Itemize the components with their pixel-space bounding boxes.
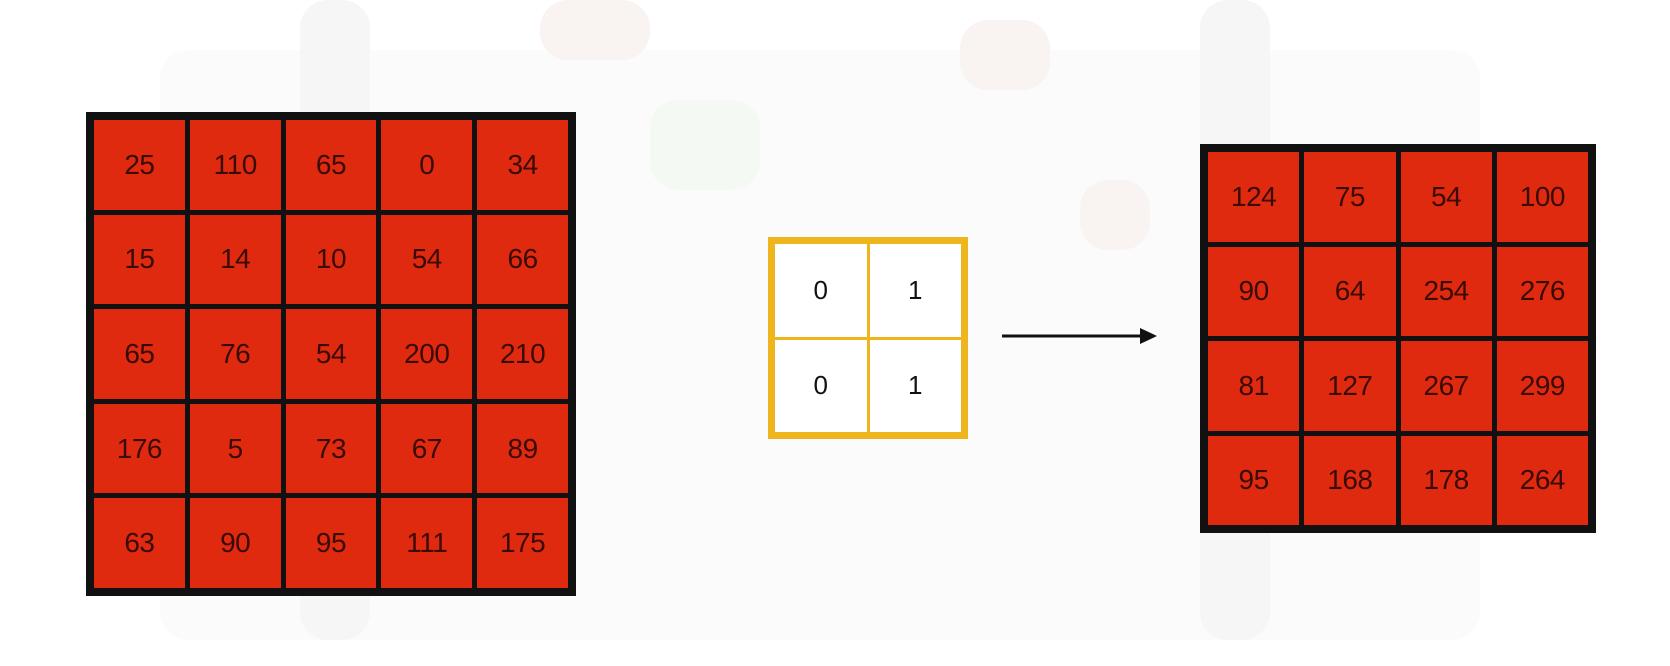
input-cell-r1-c5: 34 <box>477 120 568 210</box>
input-cell-r1-c1: 25 <box>94 120 185 210</box>
output-cell-r4-c1: 95 <box>1208 435 1300 525</box>
output-cell-r1-c3: 54 <box>1400 152 1492 242</box>
output-cell-r1-c4: 100 <box>1496 152 1588 242</box>
input-cell-r4-c3: 73 <box>285 403 377 494</box>
output-cell-r3-c1: 81 <box>1208 341 1300 431</box>
input-cell-r2-c1: 15 <box>94 214 185 305</box>
input-cell-r5-c5: 175 <box>477 498 568 588</box>
input-cell-r4-c4: 67 <box>381 403 473 494</box>
output-cell-r3-c2: 127 <box>1304 341 1396 431</box>
input-cell-r3-c1: 65 <box>94 309 185 399</box>
output-cell-r1-c1: 124 <box>1208 152 1300 242</box>
input-cell-r3-c3: 54 <box>285 309 377 399</box>
output-cell-r4-c3: 178 <box>1400 435 1492 525</box>
output-cell-r2-c2: 64 <box>1304 246 1396 336</box>
output-cell-r3-c3: 267 <box>1400 341 1492 431</box>
output-cell-r2-c4: 276 <box>1496 246 1588 336</box>
kernel-cell-r1-c1: 0 <box>775 244 867 337</box>
kernel-cell-r2-c2: 1 <box>869 339 961 432</box>
input-cell-r1-c4: 0 <box>381 120 473 210</box>
input-cell-r2-c4: 54 <box>381 214 473 305</box>
input-cell-r4-c2: 5 <box>189 403 281 494</box>
input-cell-r2-c3: 10 <box>285 214 377 305</box>
output-cell-r4-c2: 168 <box>1304 435 1396 525</box>
kernel-cell-r2-c1: 0 <box>775 339 867 432</box>
input-cell-r4-c1: 176 <box>94 403 185 494</box>
output-cell-r2-c1: 90 <box>1208 246 1300 336</box>
output-cell-r3-c4: 299 <box>1496 341 1588 431</box>
input-cell-r1-c2: 110 <box>189 120 281 210</box>
output-cell-r1-c2: 75 <box>1304 152 1396 242</box>
input-cell-r5-c1: 63 <box>94 498 185 588</box>
arrow-right-icon <box>1002 328 1157 344</box>
input-cell-r4-c5: 89 <box>477 403 568 494</box>
input-cell-r3-c5: 210 <box>477 309 568 399</box>
output-cell-r2-c3: 254 <box>1400 246 1492 336</box>
input-cell-r5-c2: 90 <box>189 498 281 588</box>
input-cell-r2-c2: 14 <box>189 214 281 305</box>
input-cell-r5-c4: 111 <box>381 498 473 588</box>
input-cell-r2-c5: 66 <box>477 214 568 305</box>
input-cell-r3-c4: 200 <box>381 309 473 399</box>
input-cell-r1-c3: 65 <box>285 120 377 210</box>
kernel-cell-r1-c2: 1 <box>869 244 961 337</box>
input-cell-r5-c3: 95 <box>285 498 377 588</box>
output-cell-r4-c4: 264 <box>1496 435 1588 525</box>
input-cell-r3-c2: 76 <box>189 309 281 399</box>
